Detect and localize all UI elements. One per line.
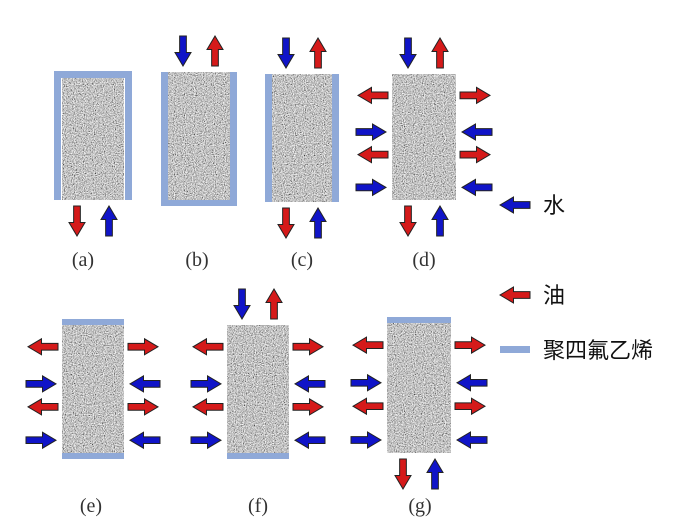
oil-outflow-arrow: [192, 398, 224, 416]
oil-outflow-arrow: [459, 86, 491, 105]
water-inflow-arrow: [350, 373, 382, 392]
panel-label-d: (d): [412, 249, 435, 271]
oil-outflow-arrow: [27, 337, 59, 356]
panel-label-f: (f): [248, 495, 268, 517]
oil-arrow-icon: [499, 286, 531, 304]
rock-sample: [392, 74, 456, 200]
panel-c: (c): [265, 37, 339, 271]
oil-outflow-arrow: [265, 288, 283, 320]
water-inflow-arrow: [129, 375, 161, 393]
water-inflow-arrow: [233, 288, 251, 320]
water-inflow-arrow: [399, 37, 417, 69]
panel-d: (d): [355, 37, 493, 271]
oil-outflow-arrow: [357, 86, 389, 105]
panel-e: (e): [25, 319, 161, 517]
water-inflow-arrow: [100, 205, 118, 237]
oil-outflow-arrow: [399, 205, 417, 237]
ptfe-seal: [125, 71, 132, 200]
water-inflow-arrow: [294, 375, 326, 393]
ptfe-seal: [62, 453, 124, 459]
panel-label-b: (b): [185, 249, 208, 271]
legend-label-oil: 油: [543, 284, 565, 309]
water-inflow-arrow: [461, 178, 493, 197]
oil-outflow-arrow: [127, 337, 159, 356]
ptfe-seal: [62, 319, 124, 325]
water-inflow-arrow: [461, 123, 493, 141]
oil-outflow-arrow: [394, 458, 412, 490]
oil-outflow-arrow: [454, 336, 486, 354]
oil-outflow-arrow: [206, 35, 224, 67]
legend-item-ptfe: 聚四氟乙烯: [500, 339, 653, 364]
ptfe-seal: [227, 453, 289, 459]
rock-sample: [62, 325, 124, 453]
panel-b: (b): [161, 35, 237, 271]
oil-outflow-arrow: [352, 397, 384, 416]
ptfe-seal: [54, 71, 61, 200]
water-inflow-arrow: [456, 431, 488, 449]
water-inflow-arrow: [355, 178, 387, 197]
panel-a: (a): [54, 71, 132, 271]
oil-outflow-arrow: [292, 337, 324, 356]
panel-g: (g): [350, 317, 488, 517]
water-inflow-arrow: [456, 373, 488, 392]
rock-sample: [387, 323, 451, 453]
panel-label-e: (e): [80, 495, 102, 517]
ptfe-seal: [54, 71, 132, 78]
legend-item-water: 水: [499, 194, 565, 219]
rock-sample: [227, 325, 289, 453]
oil-outflow-arrow: [459, 145, 491, 164]
water-inflow-arrow: [355, 123, 387, 141]
ptfe-bar-icon: [500, 346, 530, 353]
ptfe-seal: [332, 74, 339, 202]
water-inflow-arrow: [190, 375, 222, 393]
panel-label-a: (a): [72, 249, 94, 271]
oil-outflow-arrow: [454, 397, 486, 416]
ptfe-seal: [230, 72, 237, 206]
oil-outflow-arrow: [292, 398, 324, 416]
ptfe-seal: [161, 72, 168, 206]
water-inflow-arrow: [426, 458, 444, 490]
oil-outflow-arrow: [277, 207, 295, 239]
legend-item-oil: 油: [499, 284, 565, 309]
oil-outflow-arrow: [357, 145, 389, 164]
water-inflow-arrow: [25, 375, 57, 393]
oil-outflow-arrow: [127, 398, 159, 416]
water-inflow-arrow: [431, 205, 449, 237]
water-inflow-arrow: [309, 207, 327, 239]
oil-outflow-arrow: [68, 205, 86, 237]
water-inflow-arrow: [350, 431, 382, 449]
panel-label-c: (c): [291, 249, 313, 271]
rock-sample: [62, 78, 124, 200]
legend-label-water: 水: [543, 194, 565, 219]
water-arrow-icon: [499, 196, 531, 214]
water-inflow-arrow: [277, 37, 295, 69]
water-inflow-arrow: [190, 431, 222, 450]
ptfe-seal: [161, 200, 237, 206]
ptfe-seal: [387, 317, 451, 323]
legend-label-ptfe: 聚四氟乙烯: [543, 339, 653, 364]
water-inflow-arrow: [129, 431, 161, 450]
oil-outflow-arrow: [27, 398, 59, 416]
panel-f: (f): [190, 288, 326, 517]
panel-label-g: (g): [408, 495, 431, 517]
oil-outflow-arrow: [431, 37, 449, 69]
oil-outflow-arrow: [309, 37, 327, 69]
oil-outflow-arrow: [192, 337, 224, 356]
water-inflow-arrow: [25, 431, 57, 450]
ptfe-seal: [265, 74, 272, 202]
water-inflow-arrow: [174, 35, 192, 67]
water-inflow-arrow: [294, 431, 326, 450]
rock-sample: [168, 72, 230, 200]
oil-outflow-arrow: [352, 336, 384, 354]
rock-sample: [272, 74, 332, 202]
